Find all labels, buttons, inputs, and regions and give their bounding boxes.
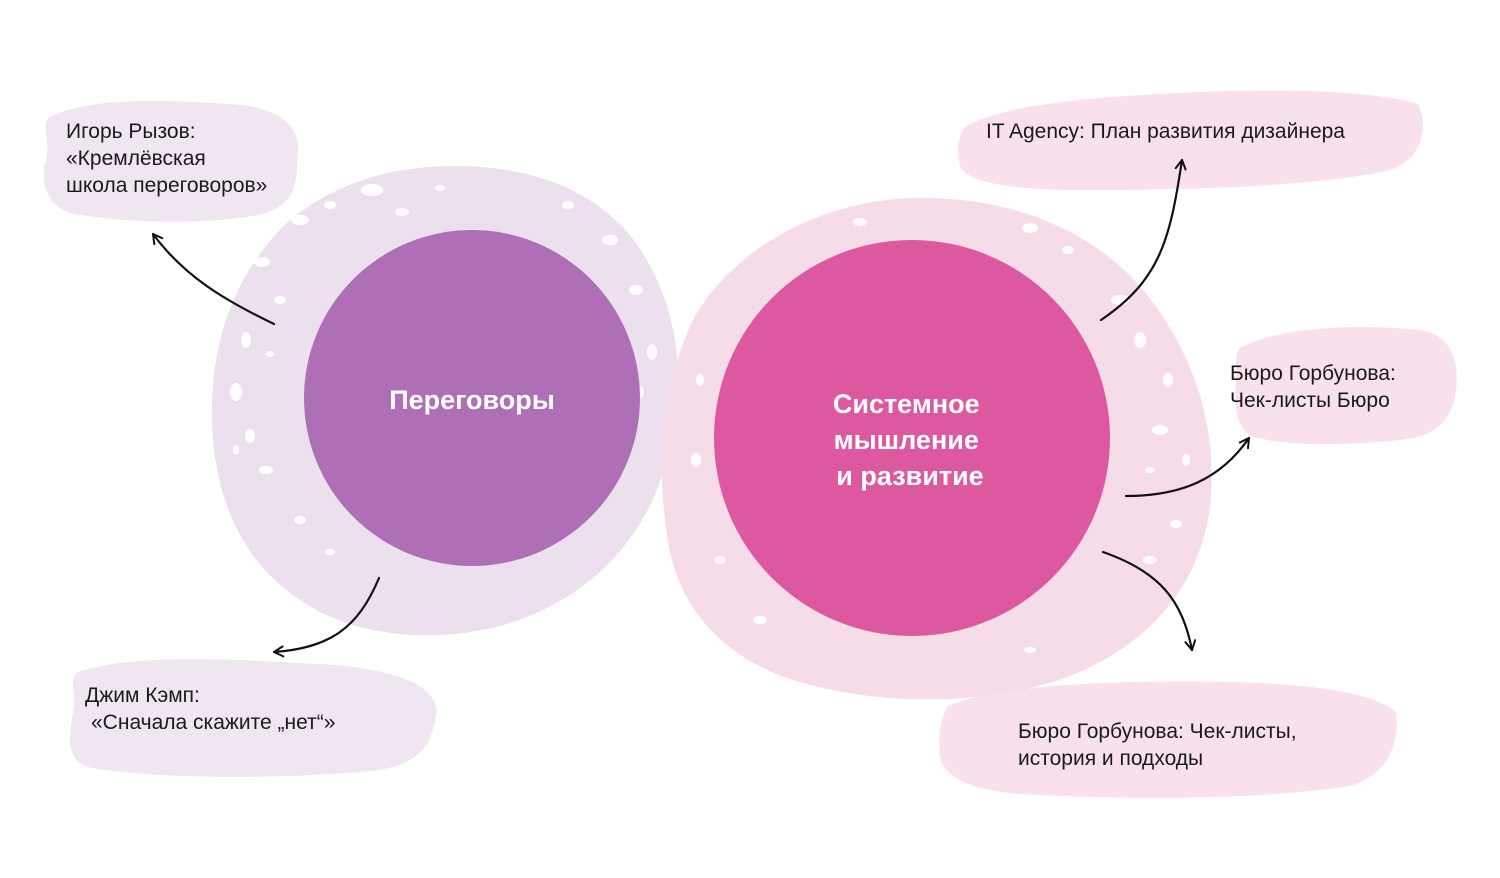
reference-gorbunov-history: Бюро Горбунова: Чек-листы, история и под… — [1018, 720, 1302, 770]
brush-stroke-gorbunov-history — [939, 681, 1397, 798]
reference-camp: Джим Кэмп: «Сначала скажите „нет“» — [85, 684, 335, 734]
brush-backgrounds — [43, 90, 1457, 798]
systems-node-label: Системное мышление и развитие — [833, 389, 987, 491]
brush-stroke-gorbunov-checklists — [1235, 327, 1457, 445]
arrow-to-gorbunov-checklists — [1124, 436, 1251, 498]
arrow-to-ryzov — [151, 232, 276, 326]
negotiations-node-circle — [304, 230, 640, 566]
reference-it-agency: IT Agency: План развития дизайнера — [986, 120, 1345, 143]
reference-ryzov: Игорь Рызов: «Кремлёвская школа перегово… — [66, 120, 267, 197]
reference-gorbunov-checklists: Бюро Горбунова: Чек-листы Бюро — [1230, 362, 1402, 412]
arrow-to-camp — [272, 576, 381, 658]
brush-stroke-camp — [69, 659, 437, 777]
systems-node-circle — [714, 240, 1110, 636]
brush-stroke-it-agency — [957, 90, 1423, 190]
halo-systems-speckles — [691, 218, 1190, 653]
negotiations-node-label: Переговоры — [389, 385, 555, 415]
arrow-to-it-agency — [1099, 158, 1187, 322]
arrow-to-gorbunov-history — [1101, 550, 1197, 652]
brush-stroke-ryzov — [43, 100, 299, 222]
